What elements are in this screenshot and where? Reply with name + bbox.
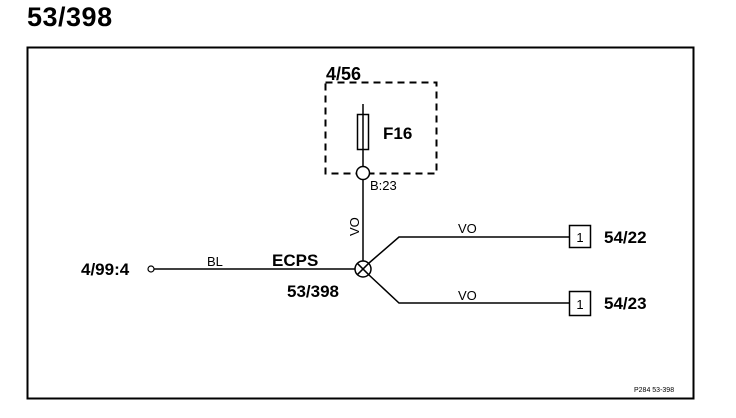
page-title: 53/398 [27,2,113,32]
terminal-label: B:23 [370,178,397,193]
fuse-box-ref: 4/56 [326,64,361,84]
left-connector-label: 4/99:4 [81,260,130,279]
splice-cross-b [356,262,370,276]
splice-name: ECPS [272,251,318,270]
fuse-label: F16 [383,124,412,143]
connector-box-top-num: 1 [576,230,583,245]
wire-left-label: BL [207,254,223,269]
left-connector-icon [147,265,155,273]
splice-ref: 53/398 [287,282,339,301]
wire-upper-label: VO [458,221,477,236]
wire-upper [368,236,569,264]
fuse-box-outline [324,81,438,175]
connector-box-bottom [568,290,592,317]
wire-lower [368,274,569,304]
wire-lower-label: VO [458,288,477,303]
connector-ref-bottom: 54/23 [604,294,647,313]
footer-code: P284 53-398 [634,387,674,394]
connector-box-bottom-num: 1 [576,297,583,312]
connector-ref-top: 54/22 [604,228,647,247]
connector-box-top [568,224,592,249]
terminal-circle-icon [355,165,371,181]
wire-vertical-label: VO [347,217,362,236]
diagram-frame [26,46,695,400]
